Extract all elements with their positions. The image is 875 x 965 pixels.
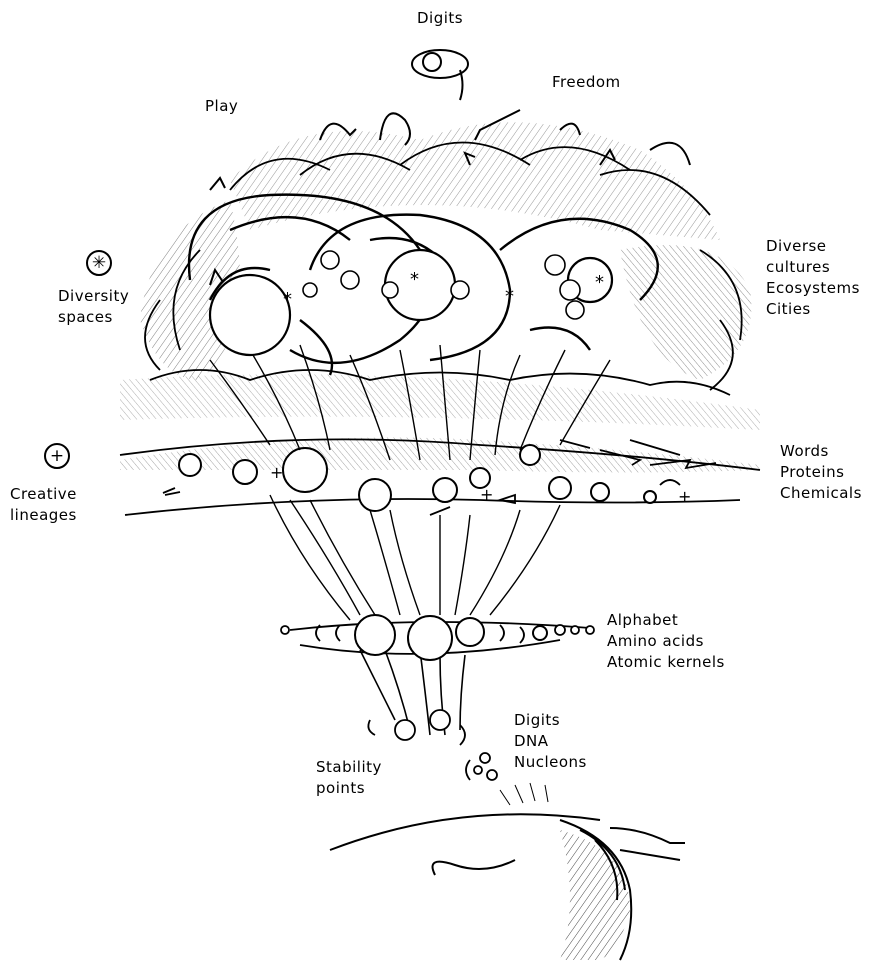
base-swirl: [330, 814, 685, 960]
play-label: Play: [205, 96, 238, 117]
words-proteins-label: Words Proteins Chemicals: [780, 441, 862, 504]
svg-text:*: *: [595, 272, 604, 293]
stability-nodes: [368, 710, 497, 780]
alphabet-label: Alphabet Amino acids Atomic kernels: [607, 610, 725, 673]
stability-points-label: Stability points: [316, 757, 382, 799]
svg-text:*: *: [410, 269, 419, 290]
diversity-spaces-label: Diversity spaces: [58, 286, 129, 328]
lineage-ground-hatch: [120, 438, 760, 473]
svg-text:*: *: [505, 286, 514, 307]
creative-plus-icon: +: [44, 443, 70, 469]
svg-text:+: +: [480, 485, 493, 504]
diversity-asterisk-icon: ✳: [86, 250, 112, 276]
svg-text:+: +: [678, 487, 691, 506]
top-digits-label: Digits: [417, 8, 463, 29]
base-hatch: [560, 830, 630, 960]
svg-text:*: *: [283, 289, 292, 310]
creative-lineages-label: Creative lineages: [10, 484, 77, 526]
svg-text:+: +: [270, 463, 283, 482]
middle-trunk: [270, 495, 560, 620]
diverse-cultures-label: Diverse cultures Ecosystems Cities: [766, 236, 860, 320]
top-digits-node: [412, 50, 468, 100]
freedom-label: Freedom: [552, 72, 621, 93]
digits-dna-label: Digits DNA Nucleons: [514, 710, 587, 773]
